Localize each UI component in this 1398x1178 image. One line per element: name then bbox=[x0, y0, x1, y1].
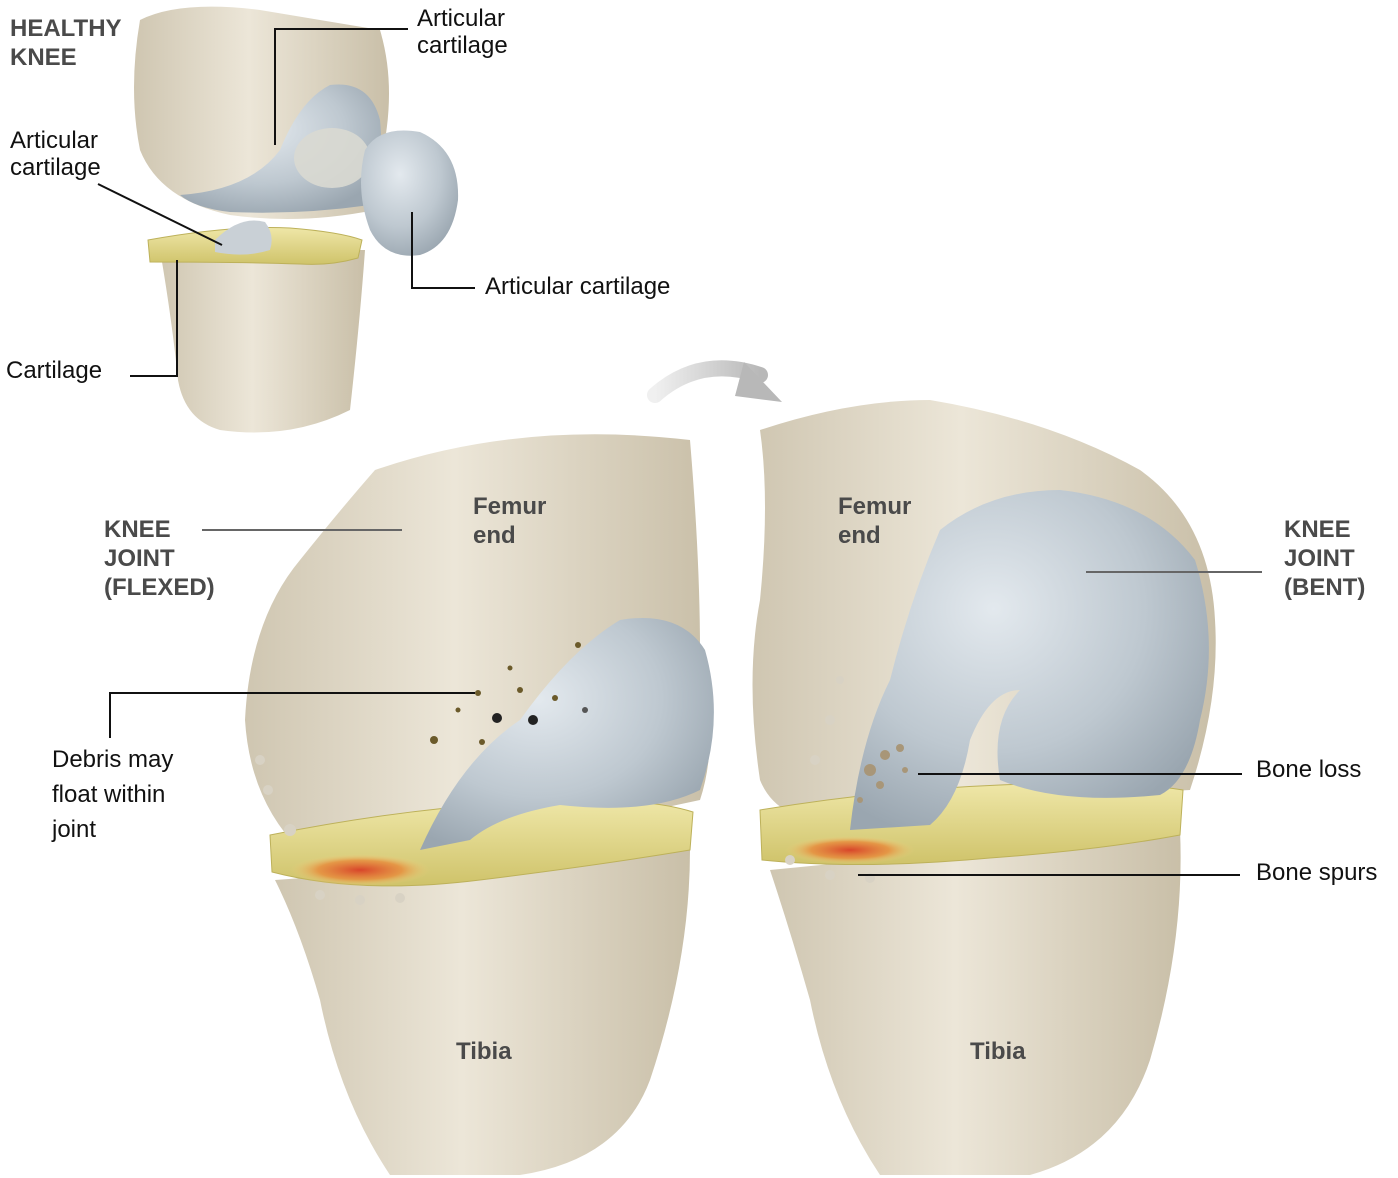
flexed-tibia bbox=[275, 850, 690, 1175]
label-knee-joint-bent: KNEE JOINT (BENT) bbox=[1284, 515, 1365, 602]
bent-inflammation bbox=[785, 836, 915, 864]
healthy-patella-cartilage bbox=[361, 130, 458, 255]
label-knee-joint-flexed: KNEE JOINT (FLEXED) bbox=[104, 515, 215, 602]
label-articular-cartilage-left: Articular cartilage bbox=[10, 127, 101, 181]
healthy-patella bbox=[294, 128, 370, 188]
label-tibia-left: Tibia bbox=[456, 1037, 512, 1066]
label-femur-end-right: Femur end bbox=[838, 492, 911, 550]
healthy-knee-title: HEALTHY KNEE bbox=[10, 14, 122, 72]
label-articular-cartilage-right: Articular cartilage bbox=[485, 273, 670, 300]
label-femur-end-left: Femur end bbox=[473, 492, 546, 550]
flexed-inflammation bbox=[290, 854, 430, 886]
label-bone-loss: Bone loss bbox=[1256, 756, 1361, 783]
healthy-tibia bbox=[160, 250, 365, 433]
label-cartilage: Cartilage bbox=[6, 357, 102, 384]
label-debris: Debris may float within joint bbox=[52, 742, 173, 847]
bent-tibia bbox=[770, 830, 1181, 1175]
transition-arrow-icon bbox=[655, 362, 782, 402]
label-tibia-right: Tibia bbox=[970, 1037, 1026, 1066]
label-bone-spurs: Bone spurs bbox=[1256, 859, 1377, 886]
label-articular-cartilage-top: Articular cartilage bbox=[417, 5, 508, 59]
